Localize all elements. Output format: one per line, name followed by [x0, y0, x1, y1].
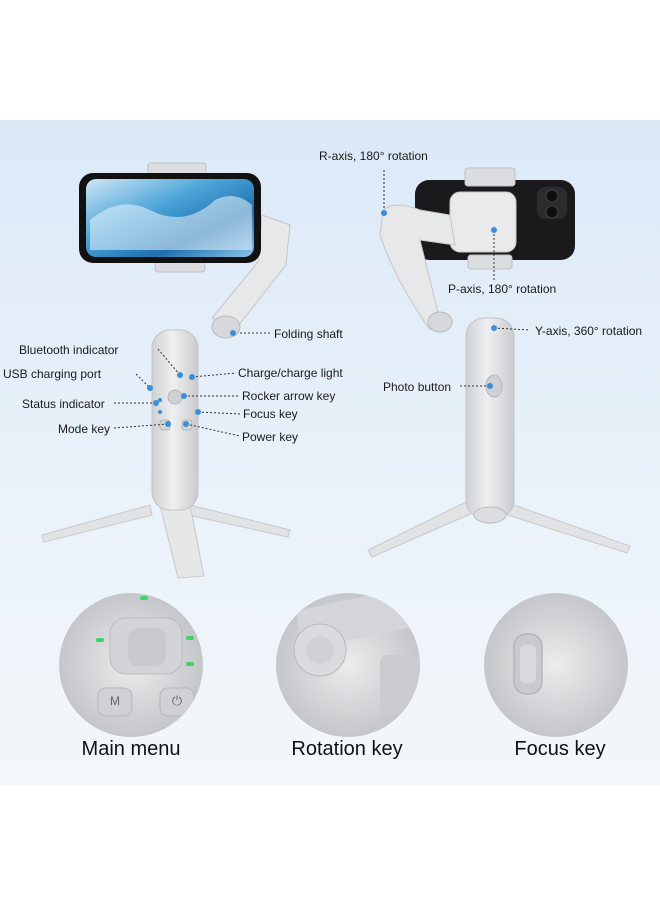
detail-focus-key	[484, 593, 628, 737]
label-power-key: Power key	[242, 430, 299, 444]
label-rocker-arrow-key: Rocker arrow key	[242, 389, 336, 403]
detail-main-menu	[59, 593, 203, 737]
label-focus-key: Focus key	[243, 407, 298, 421]
label-charge-light: Charge/charge light	[238, 366, 343, 380]
right-callout-lines	[383, 170, 531, 387]
right-gimbal	[367, 167, 631, 558]
label-usb-charging-port: USB charging port	[3, 367, 102, 381]
label-status-indicator: Status indicator	[22, 397, 105, 411]
label-p-axis: P-axis, 180° rotation	[448, 282, 557, 296]
label-mode-key: Mode key	[58, 422, 111, 436]
label-bluetooth-indicator: Bluetooth indicator	[19, 343, 119, 357]
label-y-axis: Y-axis, 360° rotation	[535, 324, 643, 338]
power-icon: ⏻	[171, 693, 183, 708]
right-callout-dots	[381, 210, 497, 389]
mode-badge: M	[110, 694, 120, 708]
label-photo-button: Photo button	[383, 380, 452, 394]
left-callout-lines	[113, 332, 272, 437]
label-r-axis: R-axis, 180° rotation	[319, 149, 428, 163]
label-folding-shaft: Folding shaft	[274, 327, 343, 341]
caption-focus-key: Focus key	[514, 738, 606, 760]
detail-rotation-key	[276, 593, 420, 737]
caption-rotation-key: Rotation key	[291, 738, 403, 760]
left-callout-dots	[147, 330, 236, 427]
left-gimbal	[41, 162, 291, 579]
caption-main-menu: Main menu	[81, 738, 181, 760]
